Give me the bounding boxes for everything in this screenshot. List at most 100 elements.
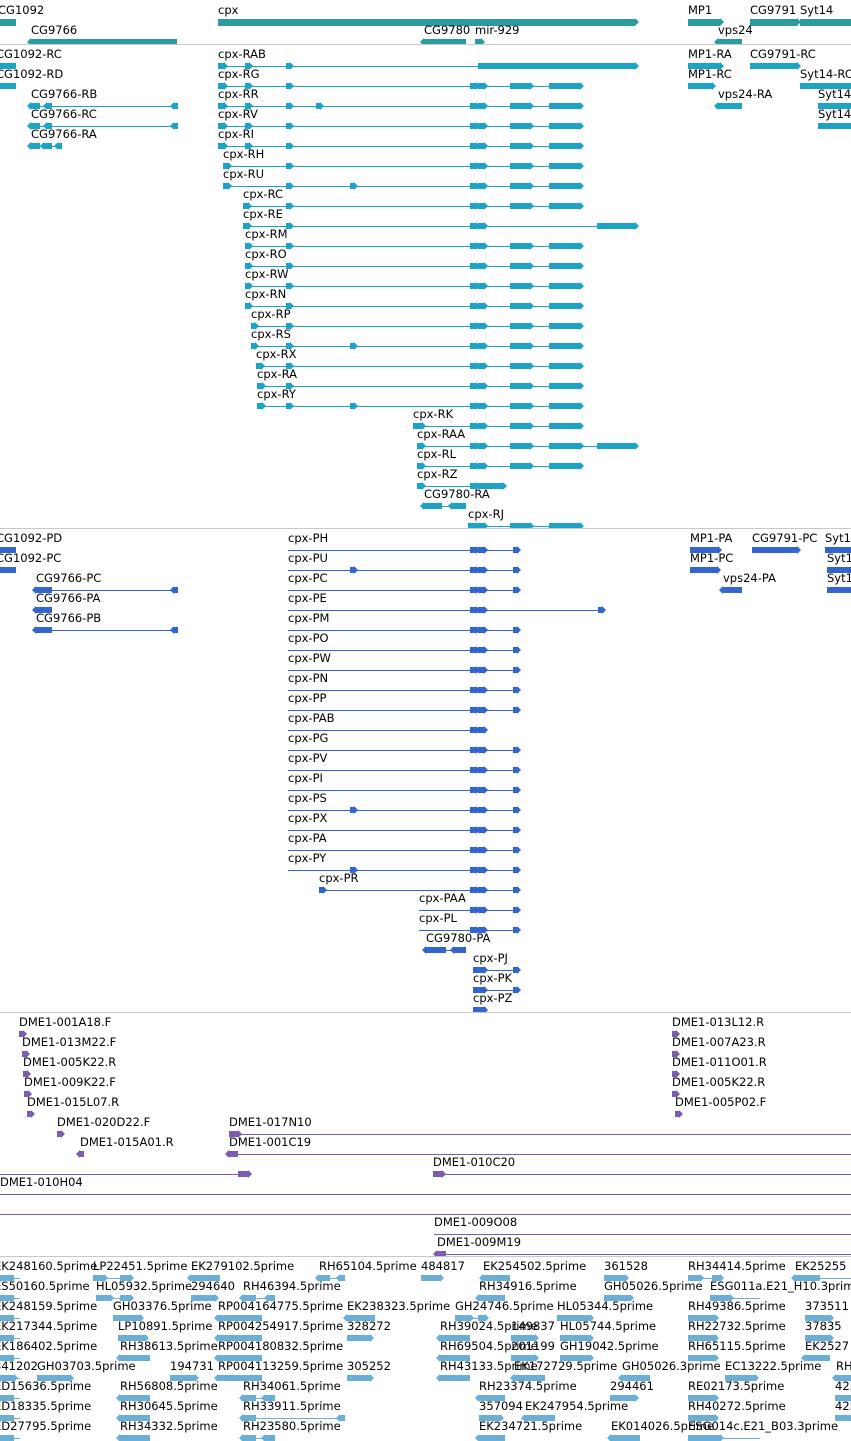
feature-label[interactable]: ED27795.5prime xyxy=(0,1419,92,1433)
feature-label[interactable]: DME1-010C20 xyxy=(433,1155,516,1169)
feature-label[interactable]: 42550 xyxy=(835,1399,851,1413)
feature-label[interactable]: DME1-009M19 xyxy=(437,1235,522,1249)
feature-label[interactable]: DME1-015L07.R xyxy=(27,1095,120,1109)
feature-label[interactable]: cpx-PP xyxy=(288,691,327,705)
feature-label[interactable]: 484817 xyxy=(421,1259,465,1273)
feature-label[interactable]: cpx-RJ xyxy=(468,507,504,521)
feature-label[interactable]: vps24 xyxy=(718,23,753,37)
feature-label[interactable]: MP1-RA xyxy=(688,47,732,61)
feature-label[interactable]: cpx-PI xyxy=(288,771,323,785)
feature-label[interactable]: RH xyxy=(836,1359,851,1373)
feature-label[interactable]: HL05344.5prime xyxy=(557,1299,654,1313)
feature-label[interactable]: ESG011a.E21_H10.3prime xyxy=(710,1279,851,1293)
feature-label[interactable]: RH46394.5prime xyxy=(243,1279,341,1293)
feature-label[interactable]: cpx-RH xyxy=(223,147,265,161)
feature-label[interactable]: GH05026.5prime xyxy=(604,1279,703,1293)
feature-label[interactable]: EK248159.5prime xyxy=(0,1299,98,1313)
feature-label[interactable]: CG1092-PD xyxy=(0,531,63,545)
feature-label[interactable]: CG1092-RC xyxy=(0,47,62,61)
feature-label[interactable]: 361528 xyxy=(604,1259,648,1273)
feature-label[interactable]: Syt1 xyxy=(827,551,851,565)
feature-label[interactable]: MP1-RC xyxy=(688,67,732,81)
feature-label[interactable]: RH56808.5prime xyxy=(120,1379,218,1393)
feature-label[interactable]: RH38613.5prime xyxy=(120,1339,218,1353)
feature-label[interactable]: RH69504.5prime xyxy=(440,1339,538,1353)
feature-label[interactable]: 194731 xyxy=(170,1359,214,1373)
feature-label[interactable]: cpx-PS xyxy=(288,791,327,805)
feature-label[interactable]: cpx-RS xyxy=(251,327,291,341)
feature-label[interactable]: CG9766-PA xyxy=(36,591,101,605)
feature-label[interactable]: GH03376.5prime xyxy=(113,1299,212,1313)
feature-label[interactable]: CG1092 xyxy=(0,3,45,17)
feature-label[interactable]: LP10891.5prime xyxy=(118,1319,213,1333)
feature-label[interactable]: CG9766-RC xyxy=(31,107,97,121)
feature-label[interactable]: EK25255 xyxy=(795,1259,847,1273)
feature-label[interactable]: DME1-013L12.R xyxy=(672,1015,765,1029)
feature-label[interactable]: CG9780 xyxy=(424,23,471,37)
feature-label[interactable]: DME1-009K22.F xyxy=(24,1075,116,1089)
feature-label[interactable]: cpx-PAB xyxy=(288,711,335,725)
feature-label[interactable]: cpx-PN xyxy=(288,671,329,685)
feature-label[interactable]: cpx-PU xyxy=(288,551,328,565)
feature-label[interactable]: Syt14 xyxy=(800,3,834,17)
feature-label[interactable]: 37835 xyxy=(805,1319,842,1333)
feature-label[interactable]: cpx-RP xyxy=(251,307,291,321)
feature-label[interactable]: RH33911.5prime xyxy=(243,1399,341,1413)
feature-label[interactable]: MP1 xyxy=(688,3,713,17)
feature-label[interactable]: ED18335.5prime xyxy=(0,1399,92,1413)
feature-label[interactable]: cpx xyxy=(218,3,239,17)
feature-label[interactable]: cpx-RE xyxy=(243,207,283,221)
feature-label[interactable]: 373511 xyxy=(805,1299,849,1313)
feature-label[interactable]: HL05744.5prime xyxy=(560,1319,657,1333)
feature-label[interactable]: vps24-RA xyxy=(718,87,773,101)
feature-label[interactable]: DME1-005K22.R xyxy=(23,1055,117,1069)
feature-label[interactable]: RP004254917.5prime xyxy=(218,1319,344,1333)
feature-label[interactable]: ES50160.5prime xyxy=(0,1279,90,1293)
feature-label[interactable]: cpx-RAB xyxy=(218,47,266,61)
feature-label[interactable]: EK248160.5prime xyxy=(0,1259,98,1273)
feature-label[interactable]: RH40272.5prime xyxy=(688,1399,786,1413)
feature-label[interactable]: EK172729.5prime xyxy=(514,1359,618,1373)
feature-label[interactable]: cpx-RC xyxy=(243,187,284,201)
feature-label[interactable]: EK238323.5prime xyxy=(347,1299,451,1313)
feature-label[interactable]: cpx-RZ xyxy=(417,467,458,481)
feature-label[interactable]: cpx-RM xyxy=(245,227,288,241)
feature-label[interactable]: 294461 xyxy=(610,1379,654,1393)
feature-label[interactable]: Syt14 xyxy=(818,107,851,121)
feature-label[interactable]: cpx-PV xyxy=(288,751,328,765)
feature-label[interactable]: CG1092-PC xyxy=(0,551,62,565)
feature-label[interactable]: cpx-PJ xyxy=(473,951,508,965)
feature-label[interactable]: DME1-005K22.R xyxy=(672,1075,766,1089)
feature-label[interactable]: 201199 xyxy=(511,1339,555,1353)
feature-label[interactable]: EK279102.5prime xyxy=(191,1259,295,1273)
feature-label[interactable]: cpx-PA xyxy=(288,831,327,845)
feature-label[interactable]: RH43133.5prime xyxy=(440,1359,538,1373)
feature-label[interactable]: cpx-PW xyxy=(288,651,331,665)
feature-label[interactable]: CG9791 xyxy=(750,3,797,17)
feature-label[interactable]: DME1-001A18.F xyxy=(19,1015,112,1029)
feature-label[interactable]: EK247954.5prime xyxy=(525,1399,629,1413)
feature-label[interactable]: RH34061.5prime xyxy=(243,1379,341,1393)
feature-label[interactable]: CG9766-RA xyxy=(31,127,97,141)
feature-label[interactable]: MP1-PC xyxy=(690,551,734,565)
feature-label[interactable]: Syt14 xyxy=(818,87,851,101)
feature-label[interactable]: cpx-PG xyxy=(288,731,329,745)
feature-label[interactable]: EK186402.5prime xyxy=(0,1339,98,1353)
feature-label[interactable]: EK2527 xyxy=(805,1339,850,1353)
feature-label[interactable]: CG9766 xyxy=(31,23,78,37)
feature-label[interactable]: cpx-PE xyxy=(288,591,327,605)
feature-label[interactable]: ED15636.5prime xyxy=(0,1379,92,1393)
feature-label[interactable]: cpx-RK xyxy=(413,407,454,421)
feature-label[interactable]: RH30645.5prime xyxy=(120,1399,218,1413)
feature-label[interactable]: RH34916.5prime xyxy=(479,1279,577,1293)
feature-label[interactable]: cpx-RW xyxy=(245,267,289,281)
feature-label[interactable]: LP22451.5prime xyxy=(93,1259,188,1273)
feature-label[interactable]: RP004180832.5prime xyxy=(218,1339,344,1353)
feature-label[interactable]: 294640 xyxy=(191,1279,235,1293)
feature-label[interactable]: CG9766-RB xyxy=(31,87,98,101)
feature-label[interactable]: RP004113259.5prime xyxy=(218,1359,344,1373)
feature-label[interactable]: RH65115.5prime xyxy=(688,1339,786,1353)
feature-label[interactable]: cpx-RN xyxy=(245,287,287,301)
feature-label[interactable]: CG9780-PA xyxy=(426,931,491,945)
feature-label[interactable]: 357094 xyxy=(479,1399,523,1413)
